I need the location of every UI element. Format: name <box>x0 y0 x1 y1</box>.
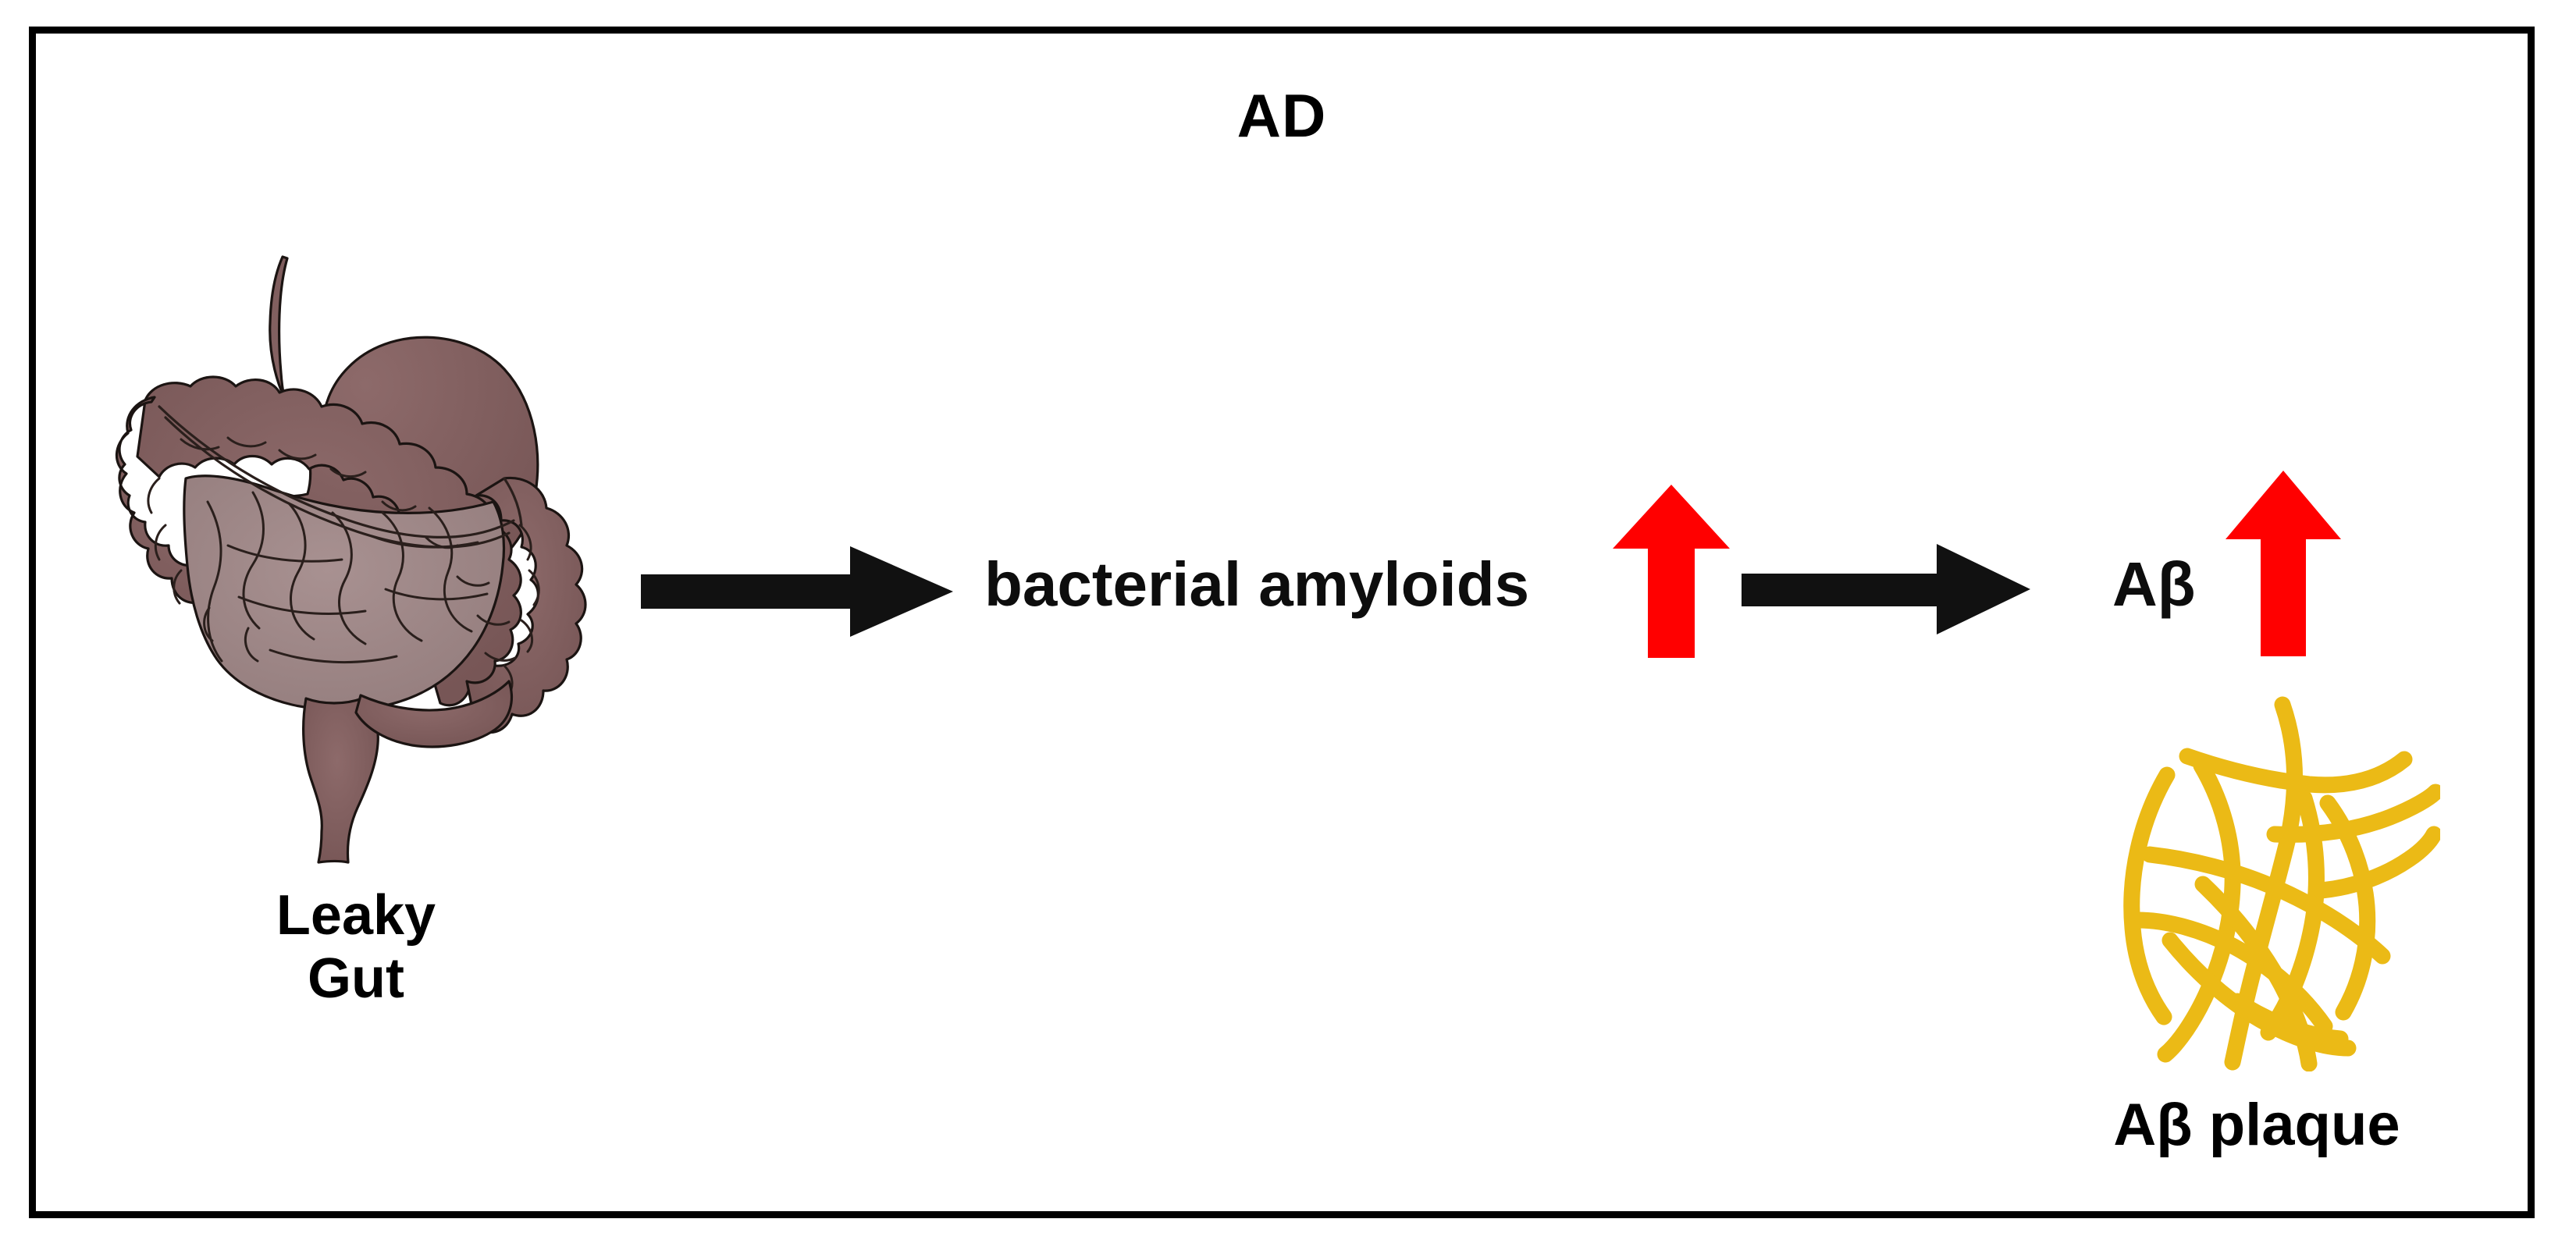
figure-frame: AD <box>29 27 2535 1218</box>
leaky-gut-icon <box>114 244 598 884</box>
arrow-right-icon-gut-to-amyloids <box>641 545 953 638</box>
bacterial-amyloids-label: bacterial amyloids <box>984 549 1530 619</box>
leaky-gut-label-line1: Leaky <box>276 884 436 947</box>
abeta-plaque-icon <box>2073 681 2440 1071</box>
leaky-gut-label: Leaky Gut <box>114 884 598 1010</box>
up-arrow-icon-abeta <box>2226 471 2341 656</box>
up-arrow-icon-bacterial-amyloids <box>1613 485 1730 658</box>
abeta-label: Aβ <box>2112 549 2196 619</box>
abeta-plaque-label: Aβ plaque <box>2113 1092 2400 1158</box>
leaky-gut-label-line2: Gut <box>308 947 404 1010</box>
panel-title: AD <box>1236 81 1327 150</box>
arrow-right-icon-amyloids-to-abeta <box>1742 541 2030 638</box>
